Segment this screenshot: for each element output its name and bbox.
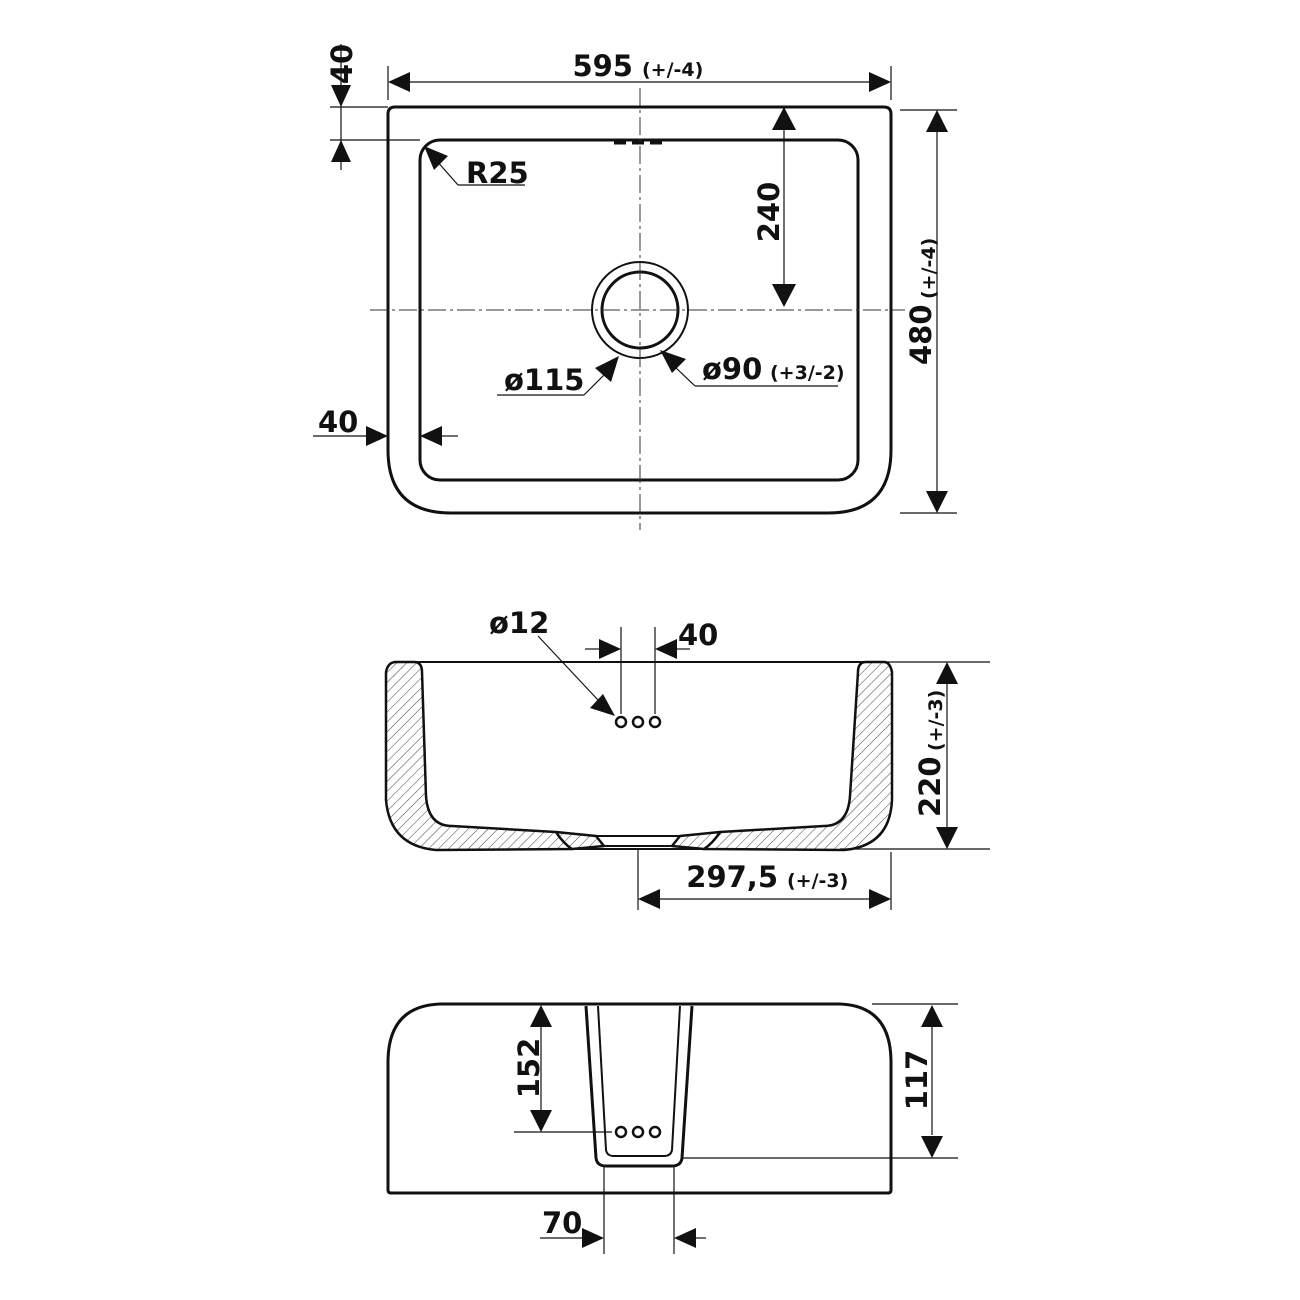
rim-top-value: 40 [325, 44, 359, 84]
section-view: ø12 40 220 (+/-3) [384, 606, 990, 910]
overflow-channel [584, 1005, 694, 1168]
drain-hole-value: ø90 [702, 352, 762, 386]
rim-side-value: 40 [318, 405, 358, 439]
drain-hole-callout: ø90 (+3/-2) [660, 350, 845, 387]
hole-pitch-dimension: 40 [585, 618, 718, 714]
drain-offset-value: 240 [752, 182, 786, 243]
corner-radius-value: R25 [466, 156, 529, 190]
half-width-tolerance: (+/-3) [787, 870, 848, 892]
overflow-hole-value: ø12 [489, 606, 549, 640]
depth-value: 480 [904, 304, 938, 365]
right-wall-section [702, 660, 894, 852]
drain-hole-tolerance: (+3/-2) [770, 362, 845, 384]
rim-side-dimension: 40 [313, 405, 458, 446]
depth-dimension: 480 (+/-4) [900, 109, 957, 514]
left-wall-section [384, 660, 574, 852]
holes-depth-value: 152 [512, 1038, 546, 1099]
front-overflow-holes [614, 1125, 662, 1139]
drain-offset-dimension: 240 [752, 107, 796, 307]
holes-depth-dimension: 152 [512, 1005, 612, 1133]
front-view: 152 117 70 [386, 1002, 958, 1254]
half-width-dimension: 297,5 (+/-3) [637, 849, 892, 910]
height-tolerance: (+/-3) [925, 690, 947, 751]
height-value: 220 [913, 756, 947, 817]
channel-width-value: 70 [542, 1206, 582, 1240]
hole-pitch-value: 40 [678, 618, 718, 652]
rim-top-dimension: 40 [325, 44, 420, 170]
overflow-holes [614, 715, 662, 729]
basin-bottom [554, 830, 722, 851]
height-dimension: 220 (+/-3) [840, 661, 990, 850]
drain-ring-callout: ø115 [497, 356, 619, 397]
width-value: 595 [572, 49, 633, 83]
top-view: 595 (+/-4) 40 R25 240 [313, 44, 957, 530]
half-width-value: 297,5 [686, 860, 778, 894]
overflow-hole-callout: ø12 [489, 606, 615, 716]
depth-tolerance: (+/-4) [918, 238, 940, 299]
width-dimension: 595 (+/-4) [387, 49, 892, 100]
front-outline [386, 1002, 893, 1195]
corner-radius-callout: R25 [424, 146, 529, 190]
front-height-dimension: 117 [682, 1003, 958, 1159]
width-tolerance: (+/-4) [642, 59, 703, 81]
front-height-value: 117 [900, 1050, 934, 1111]
channel-width-dimension: 70 [540, 1166, 706, 1254]
drain-ring-value: ø115 [504, 363, 584, 397]
overflow-channel-inner [597, 1005, 681, 1157]
